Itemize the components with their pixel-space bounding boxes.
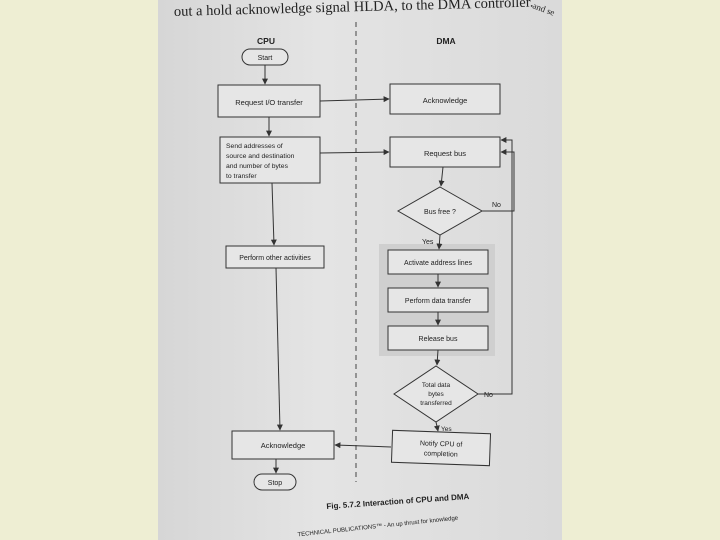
dma-activate-label: Activate address lines <box>404 260 473 267</box>
dma-notify-line-1: Notify CPU of <box>420 440 463 448</box>
edge-total-no-loop <box>478 137 513 395</box>
cpu-stop-node <box>253 473 297 491</box>
cpu-acknowledge-label: Acknowledge <box>261 441 306 450</box>
edge-request-to-dma-ack <box>319 96 390 103</box>
page-header-line: out a hold acknowledge signal HLDA, to t… <box>174 0 534 20</box>
edge-notify-to-cpu-ack <box>334 442 392 449</box>
dma-release-bus-box <box>387 325 489 351</box>
figure-caption: Fig. 5.7.2 Interaction of CPU and DMA <box>326 492 470 511</box>
edge-request-bus-to-decision <box>438 166 445 187</box>
edge-perform-other-to-ack <box>275 267 283 431</box>
edge-label-no-2: No <box>484 392 493 399</box>
edge-release-to-total <box>434 349 441 366</box>
left-background <box>0 0 158 540</box>
edge-send-to-perform-other <box>270 182 277 246</box>
dma-request-bus-box <box>389 136 501 168</box>
cpu-perform-other-box <box>225 245 325 269</box>
edge-bus-free-yes <box>436 234 443 250</box>
cpu-send-addresses-line-4: to transfer <box>226 173 257 180</box>
cpu-acknowledge-box <box>231 430 335 460</box>
cpu-send-addresses-box <box>219 136 321 184</box>
dma-total-data-line-3: transferred <box>420 400 452 407</box>
dma-request-bus-label: Request bus <box>424 149 466 158</box>
book-page: out a hold acknowledge signal HLDA, to t… <box>158 0 562 540</box>
cpu-lane-header: CPU <box>257 36 275 46</box>
dma-acknowledge-box <box>389 83 501 115</box>
cpu-perform-other-label: Perform other activities <box>239 255 311 262</box>
cpu-send-addresses-line-1: Send addresses of <box>226 143 283 150</box>
cpu-request-io-label: Request I/O transfer <box>235 98 303 107</box>
dma-notify-line-2: completion <box>424 450 458 458</box>
cpu-request-io-box <box>217 84 321 118</box>
edge-label-no-1: No <box>492 202 501 209</box>
edge-label-yes-1: Yes <box>422 239 434 246</box>
dma-total-data-line-2: bytes <box>428 391 444 398</box>
page-footer: TECHNICAL PUBLICATIONS™ - An up thrust f… <box>297 515 459 539</box>
dma-release-bus-label: Release bus <box>419 336 458 343</box>
edge-total-yes <box>433 421 440 432</box>
cpu-send-addresses-line-3: and number of bytes <box>226 163 289 170</box>
dma-bus-free-label: Bus free ? <box>424 209 456 216</box>
dma-notify-box <box>390 429 492 467</box>
dma-acknowledge-label: Acknowledge <box>423 96 468 105</box>
dma-total-data-line-1: Total data <box>422 382 451 389</box>
page-corner-text: and se <box>531 0 556 17</box>
cpu-send-addresses-line-2: source and destination <box>226 153 295 160</box>
edge-send-to-request-bus <box>319 149 390 156</box>
edge-bus-free-no-loop <box>482 149 515 212</box>
edge-label-yes-2: Yes <box>441 426 452 433</box>
right-background <box>562 0 720 540</box>
dma-lane-header: DMA <box>436 36 455 46</box>
cpu-stop-label: Stop <box>268 480 283 487</box>
cpu-start-label: Start <box>258 55 273 62</box>
dma-perform-transfer-label: Perform data transfer <box>405 298 472 305</box>
flowchart-diagram: out a hold acknowledge signal HLDA, to t… <box>174 0 556 539</box>
